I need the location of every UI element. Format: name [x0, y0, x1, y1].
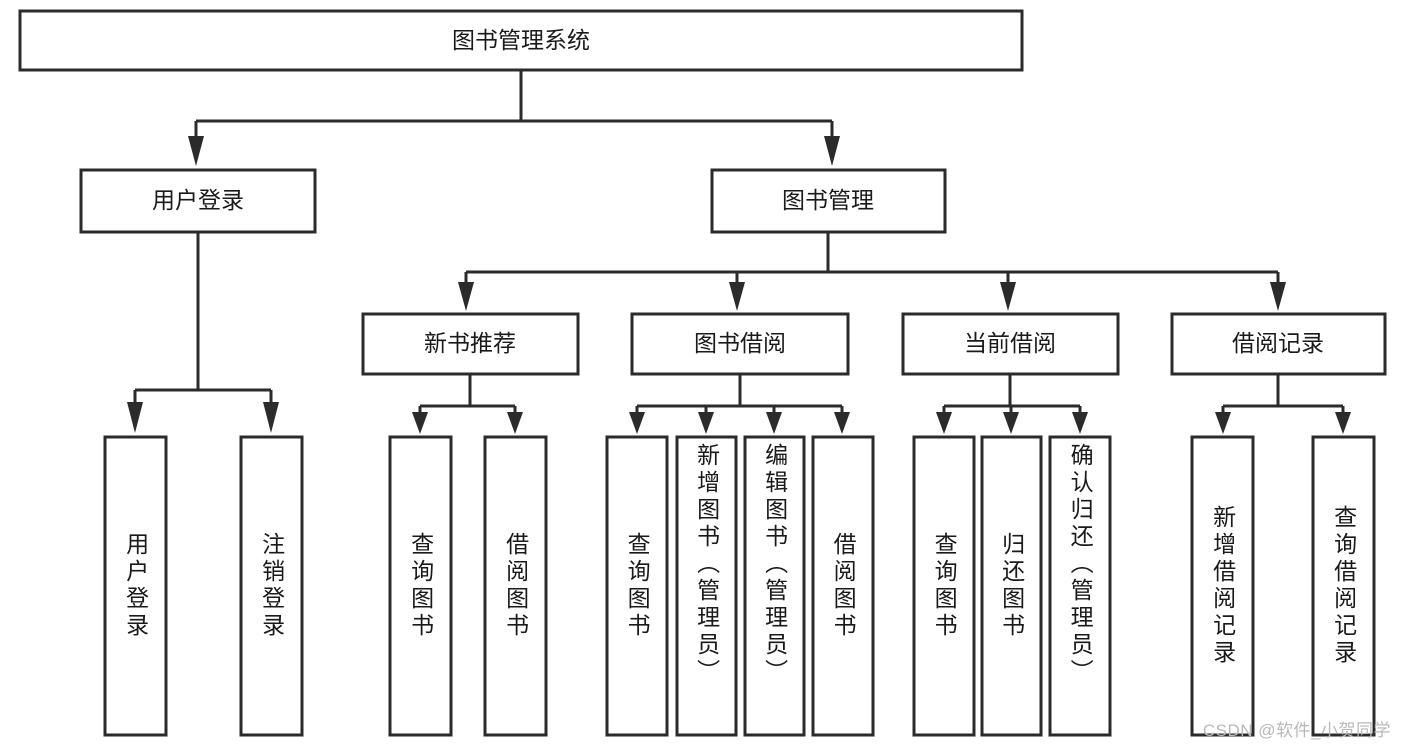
node-root-label: 图书管理系统: [452, 27, 590, 53]
arrowhead-bookborrow-leaf-4: [834, 412, 850, 434]
arrowhead-bookborrow-leaf-1: [629, 412, 645, 434]
leaf-box-book-borrow-2[interactable]: [675, 435, 738, 737]
node-current-borrow-label: 当前借阅: [964, 330, 1056, 356]
node-book-management-box[interactable]: [710, 168, 947, 234]
node-book-borrow-label: 图书借阅: [694, 330, 786, 356]
csdn-watermark: CSDN @软件_小贺同学: [1202, 721, 1391, 740]
arrowhead-to-book-borrow: [729, 282, 745, 311]
leaf-box-borrow-record-2[interactable]: [1311, 435, 1376, 737]
node-book-management-label: 图书管理: [782, 187, 874, 213]
arrowhead-currentborrow-leaf-2: [1003, 412, 1019, 434]
arrowhead-newbook-leaf-1: [412, 412, 428, 434]
arrowhead-currentborrow-leaf-1: [936, 412, 952, 434]
leaf-box-current-borrow-3[interactable]: [1048, 435, 1112, 737]
node-new-book-box[interactable]: [361, 312, 580, 376]
arrowhead-newbook-leaf-2: [507, 412, 523, 434]
leaf-box-new-book-1[interactable]: [388, 435, 453, 737]
node-user-login-label: 用户登录: [152, 187, 244, 213]
arrowhead-to-current-borrow: [1000, 282, 1016, 311]
leaf-box-user-login-1[interactable]: [103, 435, 168, 737]
arrowhead-to-book-management: [824, 136, 840, 166]
node-borrow-record-label: 借阅记录: [1232, 330, 1324, 356]
arrowhead-login-leaf-2: [263, 402, 279, 433]
leaf-box-borrow-record-1[interactable]: [1190, 435, 1255, 737]
arrowhead-borrowrecord-leaf-1: [1215, 412, 1231, 434]
node-current-borrow-box[interactable]: [901, 312, 1120, 376]
arrowhead-currentborrow-leaf-3: [1072, 412, 1088, 434]
leaf-box-book-borrow-4[interactable]: [811, 435, 875, 737]
arrowhead-to-new-book: [458, 282, 474, 311]
leaf-box-book-borrow-1[interactable]: [605, 435, 669, 737]
arrowhead-to-borrow-record: [1270, 282, 1286, 311]
node-book-borrow-box[interactable]: [630, 312, 850, 376]
node-borrow-record-box[interactable]: [1170, 312, 1387, 376]
arrowhead-borrowrecord-leaf-2: [1335, 412, 1351, 434]
leaf-box-user-login-2[interactable]: [239, 435, 304, 737]
leaf-box-new-book-2[interactable]: [483, 435, 548, 737]
leaf-box-current-borrow-2[interactable]: [980, 435, 1043, 737]
leaf-box-current-borrow-1[interactable]: [912, 435, 976, 737]
arrowhead-bookborrow-leaf-2: [698, 412, 714, 434]
arrowhead-to-user-login: [188, 136, 204, 166]
arrowhead-login-leaf-1: [127, 402, 143, 433]
leaf-box-book-borrow-3[interactable]: [743, 435, 806, 737]
node-new-book-label: 新书推荐: [424, 330, 516, 356]
node-root-box[interactable]: [18, 9, 1024, 72]
arrowhead-bookborrow-leaf-3: [766, 412, 782, 434]
